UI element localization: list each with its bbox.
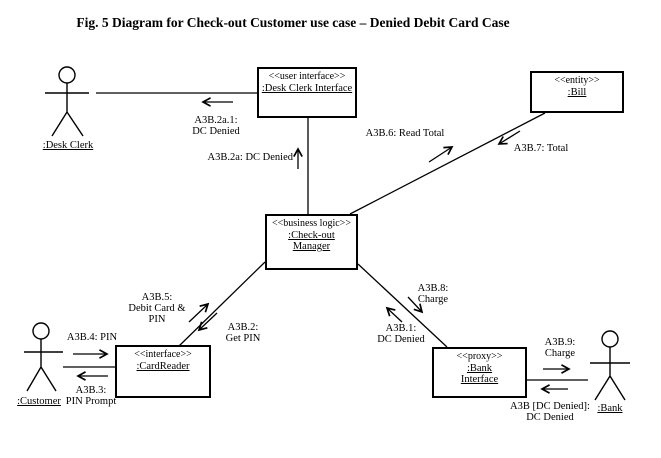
message-a3b6-label: A3B.6: Read Total	[366, 128, 445, 139]
node-name: :Desk Clerk Interface	[261, 82, 353, 94]
arrow-a3b1-dc-denied-icon	[385, 306, 403, 323]
node-name: :CardReader	[136, 360, 190, 372]
node-card-reader: <<interface>> :CardReader	[115, 345, 211, 398]
node-stereotype: <<business logic>>	[272, 218, 351, 229]
message-line: A3B.5:	[141, 292, 173, 303]
message-line: A3B.9:	[544, 337, 576, 348]
arrow-a3b6-read-total-icon	[428, 146, 454, 163]
message-a3b2a-label: A3B.2a: DC Denied	[208, 152, 293, 163]
desk-clerk-actor-label: :Desk Clerk	[42, 140, 94, 151]
customer-actor-label: :Customer	[17, 396, 61, 407]
message-line: Charge	[544, 348, 576, 359]
message-line: DC Denied	[526, 412, 574, 423]
node-desk-clerk-interface: <<user interface>> :Desk Clerk Interface	[257, 67, 357, 118]
node-name: :Bill	[567, 86, 587, 98]
message-a3b4-label: A3B.4: PIN	[67, 332, 117, 343]
message-a3b2a1-label: A3B.2a.1: DC Denied	[192, 115, 240, 137]
node-stereotype: <<user interface>>	[268, 71, 346, 82]
message-line: PIN Prompt	[65, 396, 117, 407]
message-line: Charge	[417, 294, 449, 305]
message-line: DC Denied	[377, 334, 425, 345]
link-manager-to-bill	[349, 112, 546, 215]
node-stereotype: <<proxy>>	[456, 351, 503, 362]
message-line: A3B.1:	[385, 323, 417, 334]
message-line: Debit Card &	[128, 303, 186, 314]
bank-actor-icon	[590, 330, 630, 401]
message-line: Get PIN	[225, 333, 261, 344]
message-a3b5-label: A3B.5: Debit Card & PIN	[128, 292, 185, 325]
node-name-line1: :Bank	[466, 362, 493, 374]
node-name-line2: Interface	[460, 374, 499, 385]
message-line: PIN	[148, 314, 166, 325]
message-line: A3B.2:	[227, 322, 259, 333]
message-a3b7-label: A3B.7: Total	[514, 143, 569, 154]
message-line: A3B [DC Denied]:	[510, 401, 590, 412]
message-a3b9-label: A3B.9: Charge	[545, 337, 576, 359]
message-line: DC Denied	[192, 126, 240, 137]
message-line: A3B.3:	[75, 385, 107, 396]
message-line: A3B.2a: DC Denied	[207, 152, 293, 163]
arrow-a3b5-debit-card-pin-icon	[188, 302, 210, 323]
message-a3b1-label: A3B.1: DC Denied	[377, 323, 425, 345]
message-a3b3-label: A3B.3: PIN Prompt	[66, 385, 116, 407]
message-line: A3B.7: Total	[513, 143, 569, 154]
arrow-a3b7-total-icon	[497, 130, 521, 145]
message-line: A3B.2a.1:	[194, 115, 238, 126]
message-a3b-dc-denied-label: A3B [DC Denied]: DC Denied	[510, 401, 590, 423]
link-manager-to-cardreader	[177, 261, 266, 348]
node-name-line1: :Check-out	[288, 229, 335, 241]
message-line: A3B.8:	[417, 283, 449, 294]
message-a3b2-label: A3B.2: Get PIN	[226, 322, 261, 344]
node-bank-interface: <<proxy>> :Bank Interface	[432, 347, 527, 398]
figure-title: Fig. 5 Diagram for Check-out Customer us…	[76, 15, 510, 30]
customer-actor-icon	[24, 322, 63, 392]
node-stereotype: <<entity>>	[554, 75, 600, 86]
desk-clerk-actor-icon	[45, 66, 89, 137]
node-checkout-manager: <<business logic>> :Check-out Manager	[265, 214, 358, 270]
message-line: A3B.6: Read Total	[365, 128, 445, 139]
node-name-line2: Manager	[292, 241, 331, 252]
arrow-a3b2-get-pin-icon	[197, 312, 218, 332]
arrow-a3b8-charge-icon	[407, 296, 424, 314]
bank-actor-label: :Bank	[597, 403, 623, 414]
message-line: A3B.4: PIN	[66, 332, 118, 343]
link-manager-to-bankinterface	[357, 263, 448, 348]
node-stereotype: <<interface>>	[134, 349, 192, 360]
node-bill: <<entity>> :Bill	[530, 71, 624, 113]
message-a3b8-label: A3B.8: Charge	[418, 283, 449, 305]
